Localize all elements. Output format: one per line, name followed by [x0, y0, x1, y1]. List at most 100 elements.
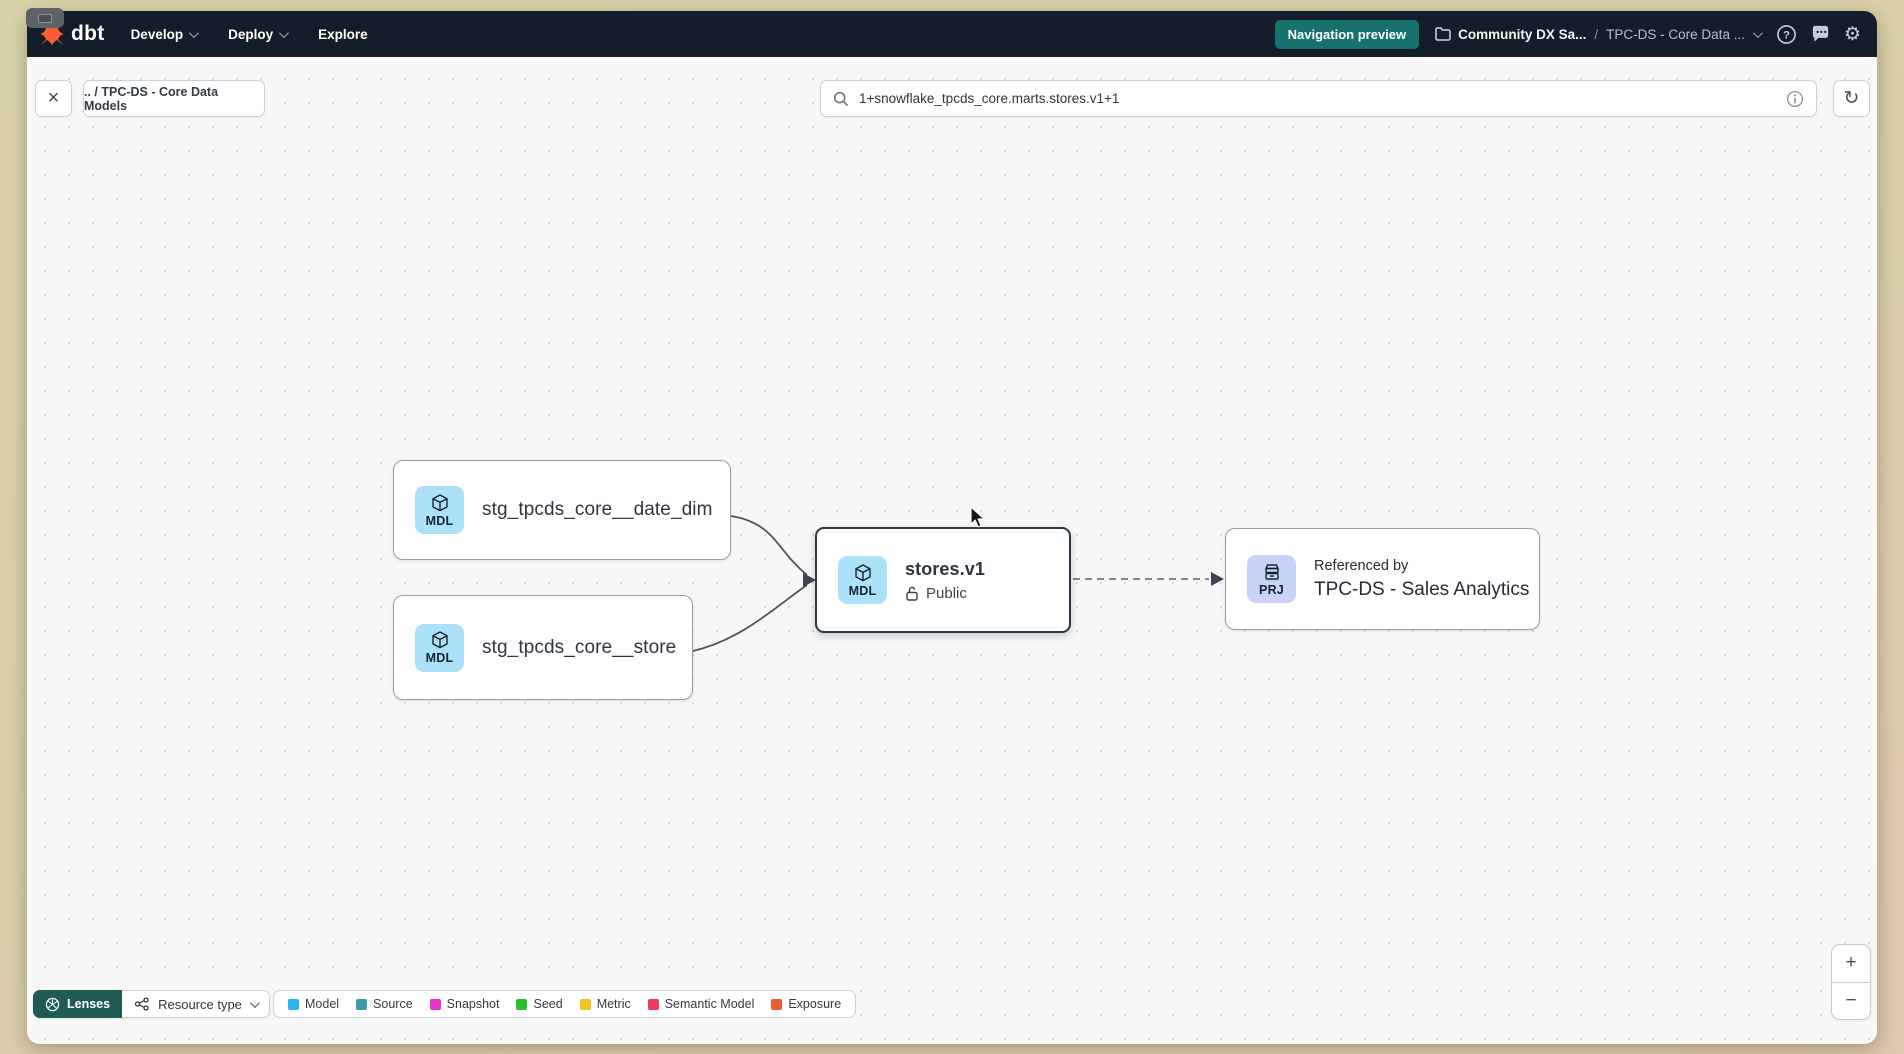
edge-date-dim-to-stores — [730, 515, 808, 576]
menu-deploy-label: Deploy — [228, 26, 274, 42]
display-icon — [38, 13, 52, 23]
resource-type-dropdown[interactable]: Resource type — [122, 990, 270, 1018]
node-stg-tpcds-core-store[interactable]: MDL stg_tpcds_core__store — [393, 595, 693, 700]
legend-label: Exposure — [788, 997, 842, 1011]
menu-deploy[interactable]: Deploy — [228, 26, 289, 42]
cube-icon — [431, 493, 448, 511]
legend-label: Seed — [533, 997, 563, 1011]
lenses-label: Lenses — [67, 997, 111, 1011]
cube-icon — [431, 631, 448, 649]
chevron-down-icon — [189, 27, 199, 38]
menu-explore[interactable]: Explore — [318, 27, 368, 42]
legend-item-metric: Metric — [579, 997, 631, 1011]
node-subtitle: Referenced by — [1314, 557, 1409, 574]
lock-open-icon — [906, 586, 918, 601]
legend-swatch — [429, 998, 441, 1010]
breadcrumb-project-label: Community DX Sa... — [1458, 26, 1587, 42]
node-label: stores.v1 — [905, 558, 985, 579]
lenses-button[interactable]: Lenses — [33, 990, 123, 1018]
lenses-control: Lenses Resource type — [33, 990, 270, 1018]
info-icon[interactable] — [1786, 90, 1804, 108]
legend-item-snapshot: Snapshot — [429, 997, 500, 1011]
arrowhead — [1211, 572, 1224, 586]
navbar-icon-group: ? ⚙ — [1776, 24, 1861, 45]
lineage-canvas[interactable]: × .. / TPC-DS - Core Data Models ↻ — [27, 57, 1877, 1044]
legend-swatch — [579, 998, 591, 1010]
legend-swatch — [771, 998, 783, 1010]
edge-store-to-stores — [692, 584, 808, 652]
svg-text:?: ? — [1783, 29, 1790, 41]
resource-type-label: Resource type — [158, 996, 242, 1012]
legend-swatch — [356, 998, 368, 1010]
close-lineage-button[interactable]: × — [35, 80, 72, 117]
zoom-in-button[interactable]: + — [1832, 945, 1870, 982]
menu-explore-label: Explore — [318, 26, 368, 42]
breadcrumb: Community DX Sa... / TPC-DS - Core Data … — [1435, 26, 1763, 42]
settings-gear-icon[interactable]: ⚙ — [1843, 23, 1861, 45]
legend-swatch — [288, 998, 299, 1010]
legend-label: Model — [305, 997, 340, 1011]
legend-item-source: Source — [356, 997, 413, 1011]
chevron-down-icon — [249, 997, 260, 1008]
legend-item-exposure: Exposure — [771, 997, 841, 1011]
dbt-logo[interactable]: dbt — [39, 21, 105, 47]
feedback-chat-icon[interactable] — [1810, 24, 1831, 45]
refresh-lineage-button[interactable]: ↻ — [1833, 80, 1870, 117]
node-label: stg_tpcds_core__date_dim — [482, 499, 713, 520]
app-window: dbt Develop Deploy Explore Navigation pr… — [27, 11, 1877, 1044]
selector-input[interactable] — [859, 91, 1776, 106]
lens-aperture-icon — [45, 997, 60, 1011]
main-menu: Develop Deploy Explore — [131, 27, 368, 42]
badge-label: MDL — [425, 651, 454, 665]
badge-label: MDL — [848, 583, 877, 598]
navbar-right: Navigation preview Community DX Sa... / … — [1274, 19, 1861, 49]
breadcrumb-project[interactable]: Community DX Sa... — [1435, 27, 1586, 42]
folder-icon — [1435, 27, 1451, 41]
breadcrumb-section[interactable]: TPC-DS - Core Data ... — [1606, 26, 1745, 42]
badge-label: MDL — [425, 513, 454, 528]
legend-label: Semantic Model — [664, 997, 755, 1011]
dbt-logo-text: dbt — [71, 22, 105, 45]
screenshare-widget — [26, 8, 64, 28]
resource-type-legend: Model Source Snapshot Seed Metric — [273, 990, 857, 1018]
chevron-down-icon — [279, 27, 289, 38]
node-visibility: Public — [905, 585, 985, 602]
project-badge: PRJ — [1247, 555, 1296, 603]
divider — [1832, 981, 1870, 983]
navigation-preview-badge[interactable]: Navigation preview — [1274, 19, 1420, 49]
legend-swatch — [516, 998, 528, 1010]
legend-item-semantic-model: Semantic Model — [647, 997, 755, 1011]
node-stg-tpcds-core-date-dim[interactable]: MDL stg_tpcds_core__date_dim — [393, 460, 731, 560]
menu-develop-label: Develop — [130, 26, 184, 42]
node-referenced-by-sales-analytics[interactable]: PRJ Referenced by TPC-DS - Sales Analyti… — [1225, 528, 1540, 630]
mouse-cursor — [970, 506, 986, 528]
top-navbar: dbt Develop Deploy Explore Navigation pr… — [27, 11, 1877, 57]
breadcrumb-separator: / — [1594, 26, 1599, 42]
lineage-breadcrumb-chip[interactable]: .. / TPC-DS - Core Data Models — [83, 80, 265, 117]
badge-label: PRJ — [1259, 582, 1284, 597]
legend-item-model: Model — [288, 997, 339, 1011]
menu-develop[interactable]: Develop — [130, 26, 199, 42]
legend-label: Metric — [596, 997, 631, 1011]
model-badge: MDL — [838, 556, 887, 604]
help-icon[interactable]: ? — [1776, 24, 1797, 45]
legend-item-seed: Seed — [516, 997, 563, 1011]
legend-label: Source — [373, 997, 413, 1011]
resource-graph-icon — [134, 997, 149, 1011]
model-badge: MDL — [415, 486, 464, 534]
node-stores-v1[interactable]: MDL stores.v1 Public — [815, 527, 1071, 633]
legend-swatch — [647, 998, 659, 1010]
search-icon — [833, 91, 849, 106]
visibility-label: Public — [926, 584, 967, 602]
dbt-logo-icon — [40, 22, 64, 46]
node-label: stg_tpcds_core__store — [482, 636, 677, 658]
zoom-out-button[interactable]: − — [1832, 983, 1870, 1020]
lineage-search-bar[interactable] — [820, 80, 1817, 117]
chevron-down-icon[interactable] — [1752, 27, 1763, 38]
zoom-control: + − — [1831, 944, 1871, 1020]
model-badge: MDL — [415, 623, 464, 672]
node-label: TPC-DS - Sales Analytics — [1314, 578, 1530, 600]
legend-label: Snapshot — [446, 997, 500, 1011]
stacked-drawers-icon — [1264, 563, 1279, 580]
